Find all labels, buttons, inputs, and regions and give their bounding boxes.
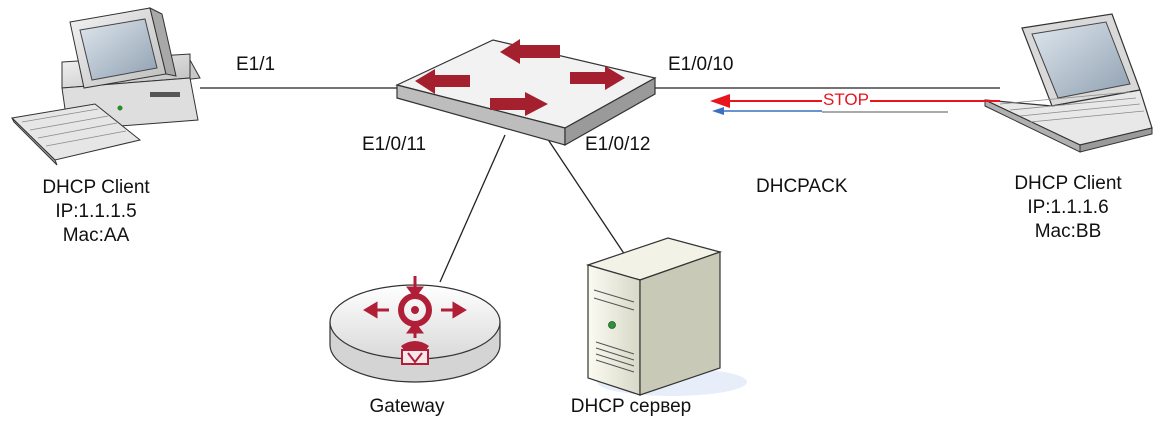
message-label: DHCPACK	[756, 176, 848, 197]
left-client-role: DHCP Client	[42, 177, 150, 198]
right-client-info: DHCP Client IP:1.1.1.6 Mac:BB	[1014, 172, 1121, 244]
port-label-server: E1/0/12	[585, 134, 651, 155]
right-client-role: DHCP Client	[1014, 173, 1122, 194]
left-client-ip: IP:1.1.1.5	[55, 201, 137, 222]
laptop-icon	[984, 13, 1153, 153]
port-label-laptop: E1/0/10	[668, 54, 734, 75]
router-icon	[329, 276, 501, 383]
left-client-mac: Mac:AA	[62, 225, 130, 246]
right-client-ip: IP:1.1.1.6	[1027, 197, 1109, 218]
port-label-gateway: E1/0/11	[362, 134, 427, 155]
switch-icon	[395, 39, 657, 147]
server-icon	[585, 237, 747, 396]
server-label: DHCP сервер	[570, 396, 692, 417]
link-server	[544, 134, 626, 256]
reply-arrow	[712, 107, 948, 115]
port-label-left-client: E1/1	[236, 54, 276, 75]
stop-label: STOP	[822, 90, 870, 110]
switch-arrows	[415, 39, 625, 116]
right-client-mac: Mac:BB	[1034, 221, 1102, 242]
left-client-info: DHCP Client IP:1.1.1.5 Mac:AA	[42, 176, 149, 248]
desktop-computer-icon	[10, 7, 201, 166]
gateway-label: Gateway	[369, 396, 445, 417]
link-gateway	[439, 134, 506, 283]
links	[200, 87, 1000, 283]
